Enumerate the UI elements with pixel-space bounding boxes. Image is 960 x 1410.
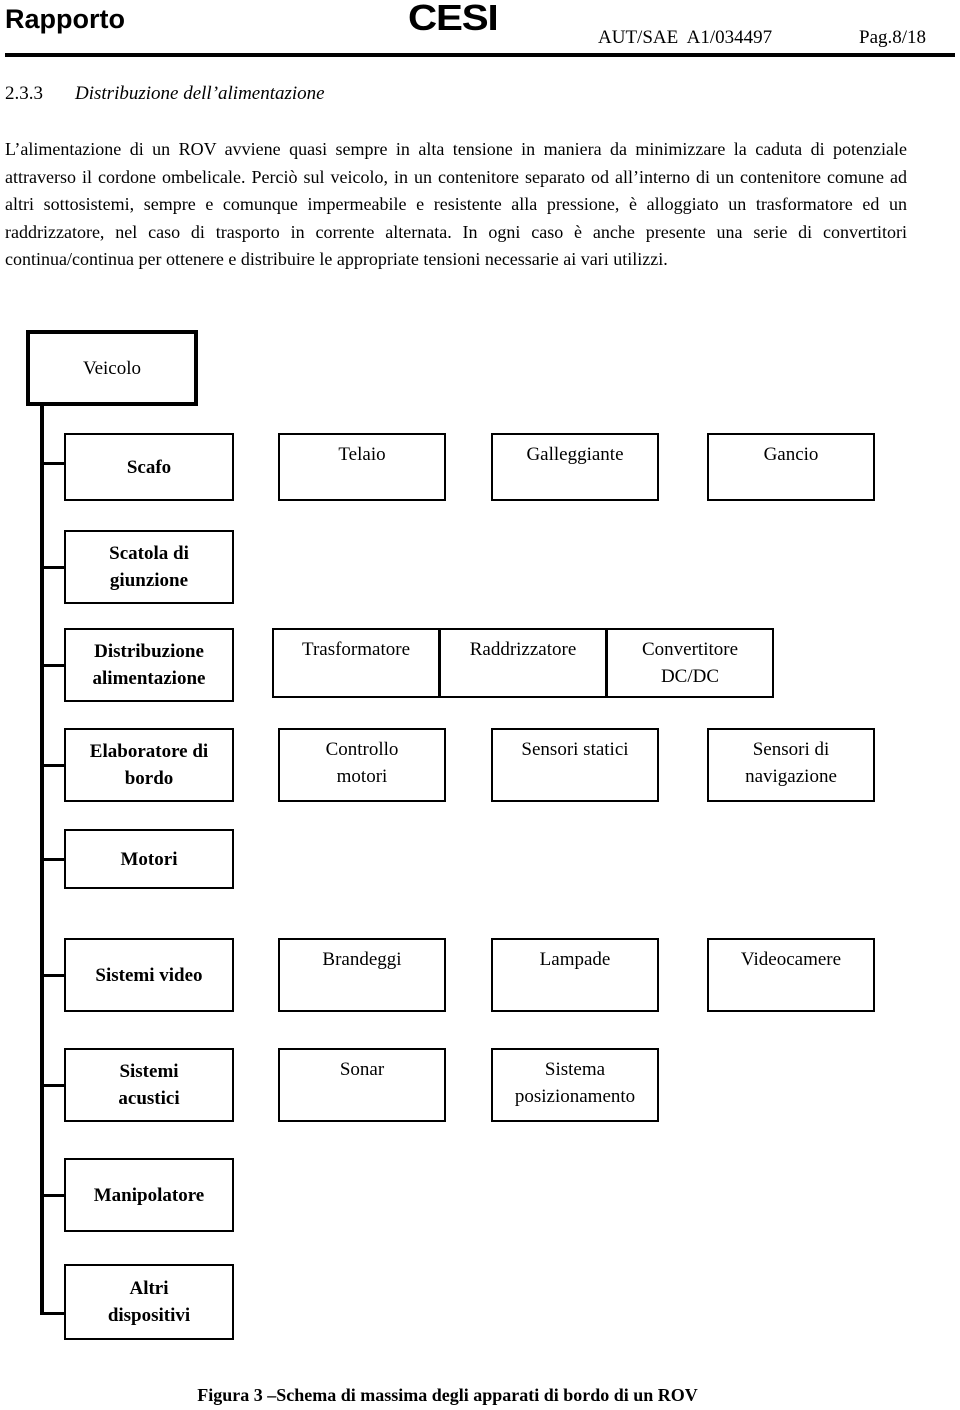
box-label-line: Sistema (544, 1059, 606, 1080)
box-lampade: Lampade (491, 938, 659, 1012)
box-label-line: Manipolatore (93, 1184, 205, 1206)
box-controllo-motori: Controllo motori (278, 728, 446, 802)
figure-caption: Figura 3 –Schema di massima degli appara… (197, 1385, 698, 1405)
tree-tick (40, 764, 66, 767)
box-sensori-statici: Sensori statici (491, 728, 659, 802)
root-box-veicolo: Veicolo (26, 330, 198, 406)
box-sistemi-video: Sistemi video (64, 938, 234, 1012)
box-gancio: Gancio (707, 433, 875, 501)
box-videocamere: Videocamere (707, 938, 875, 1012)
document-reference: AUT/SAE A1/034497 (598, 27, 773, 48)
box-label-line: Sistemi (119, 1061, 179, 1082)
tree-tick (40, 858, 66, 861)
box-label-line: Brandeggi (322, 949, 402, 970)
box-label-line: Convertitore (641, 639, 739, 660)
tree-tick (40, 566, 66, 569)
box-label-line: Scatola di (109, 543, 189, 564)
box-label-line: Controllo (325, 739, 399, 760)
box-label-line: Telaio (338, 444, 386, 465)
box-label-line: Veicolo (82, 357, 142, 379)
box-label-line: Distribuzione (94, 641, 204, 662)
box-label-line: DC/DC (660, 666, 720, 687)
tree-spine (40, 404, 44, 1314)
box-label-line: acustici (118, 1088, 180, 1109)
box-label-line: alimentazione (92, 668, 206, 689)
box-label-line: Galleggiante (526, 444, 624, 465)
box-label-line: bordo (124, 768, 174, 789)
tree-tick (40, 462, 66, 465)
box-distribuzione-alimentazione: Distribuzione alimentazione (64, 628, 234, 702)
box-label-line: Lampade (539, 949, 611, 970)
box-label-line: giunzione (109, 570, 189, 591)
section-title: Distribuzione dell’alimentazione (75, 83, 325, 104)
box-label-line: Motori (120, 848, 178, 870)
box-sensori-di-navigazione: Sensori di navigazione (707, 728, 875, 802)
box-label-line: Gancio (763, 444, 819, 465)
box-brandeggi: Brandeggi (278, 938, 446, 1012)
tree-tick (40, 974, 66, 977)
box-label-line: Altri (129, 1278, 169, 1299)
box-sonar: Sonar (278, 1048, 446, 1122)
report-title: Rapporto (5, 4, 125, 34)
tree-tick (40, 1084, 66, 1087)
box-galleggiante: Galleggiante (491, 433, 659, 501)
box-telaio: Telaio (278, 433, 446, 501)
tree-tick (40, 1194, 66, 1197)
box-label-line: Trasformatore (302, 639, 410, 660)
box-label-line: navigazione (745, 766, 837, 787)
box-elaboratore-di-bordo: Elaboratore di bordo (64, 728, 234, 802)
box-trasformatore: Trasformatore (272, 628, 440, 698)
box-sistemi-acustici: Sistemi acustici (64, 1048, 234, 1122)
tree-tick (40, 1312, 66, 1315)
body-paragraph: L’alimentazione di un ROV avviene quasi … (5, 139, 907, 269)
box-label-line: posizionamento (514, 1086, 636, 1107)
box-label-line: Raddrizzatore (469, 639, 577, 660)
page-number: Pag.8/18 (859, 27, 927, 48)
box-label-line: motori (336, 766, 388, 787)
box-scafo: Scafo (64, 433, 234, 501)
section-number: 2.3.3 (5, 83, 43, 104)
box-altri-dispositivi: Altri dispositivi (64, 1264, 234, 1340)
header-divider (5, 53, 955, 57)
box-scatola-di-giunzione: Scatola di giunzione (64, 530, 234, 604)
box-manipolatore: Manipolatore (64, 1158, 234, 1232)
box-label-line: Sonar (339, 1059, 385, 1080)
tree-tick (40, 664, 66, 667)
box-label-line: Sistemi video (95, 964, 203, 986)
box-sistema-posizionamento: Sistema posizionamento (491, 1048, 659, 1122)
box-label-line: dispositivi (107, 1305, 191, 1326)
section-heading: 2.3.3 Distribuzione dell’alimentazione (5, 82, 325, 106)
cesi-logo: CESI (408, 0, 499, 38)
box-label-line: Sensori di (752, 739, 830, 760)
box-label-line: Elaboratore di (89, 741, 209, 762)
box-label-line: Videocamere (740, 949, 842, 970)
box-label-line: Sensori statici (521, 739, 629, 760)
box-raddrizzatore: Raddrizzatore (439, 628, 607, 698)
box-motori: Motori (64, 829, 234, 889)
box-label-line: Scafo (126, 456, 172, 478)
